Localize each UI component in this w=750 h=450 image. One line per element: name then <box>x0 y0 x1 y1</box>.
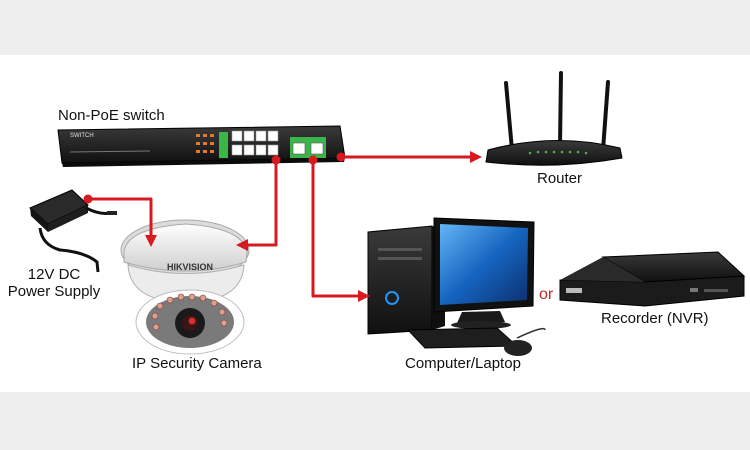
camera-brand-text: HIKVISION <box>167 262 213 272</box>
switch-uplink-port <box>310 142 324 155</box>
switch-port-block <box>231 130 279 156</box>
connection-switch-camera <box>246 160 278 247</box>
power-supply-device <box>29 189 117 273</box>
computer-label: Computer/Laptop <box>405 355 521 372</box>
diagram-panel <box>0 55 750 392</box>
connection-power-camera <box>88 197 153 237</box>
switch-leds <box>196 132 228 158</box>
camera-ir-leds <box>151 293 228 331</box>
ip-camera-device: HIKVISION <box>120 219 250 355</box>
nvr-device <box>559 251 746 307</box>
switch-uplink-port <box>292 142 306 155</box>
router-device <box>485 71 623 166</box>
or-label: or <box>539 286 554 303</box>
camera-label: IP Security Camera <box>132 355 262 372</box>
power-supply-label-line2: Power Supply <box>7 283 101 300</box>
power-supply-label-line1: 12V DC <box>27 266 81 283</box>
computer-device <box>367 217 546 356</box>
switch-brand-text: SWITCH <box>70 133 94 139</box>
switch-device: SWITCH <box>57 125 346 167</box>
router-label: Router <box>537 170 583 187</box>
connection-switch-computer <box>311 160 360 298</box>
recorder-label: Recorder (NVR) <box>601 310 709 327</box>
connections <box>83 151 482 302</box>
switch-label: Non-PoE switch <box>58 107 165 124</box>
power-supply-label: 12V DC Power Supply <box>6 266 102 300</box>
